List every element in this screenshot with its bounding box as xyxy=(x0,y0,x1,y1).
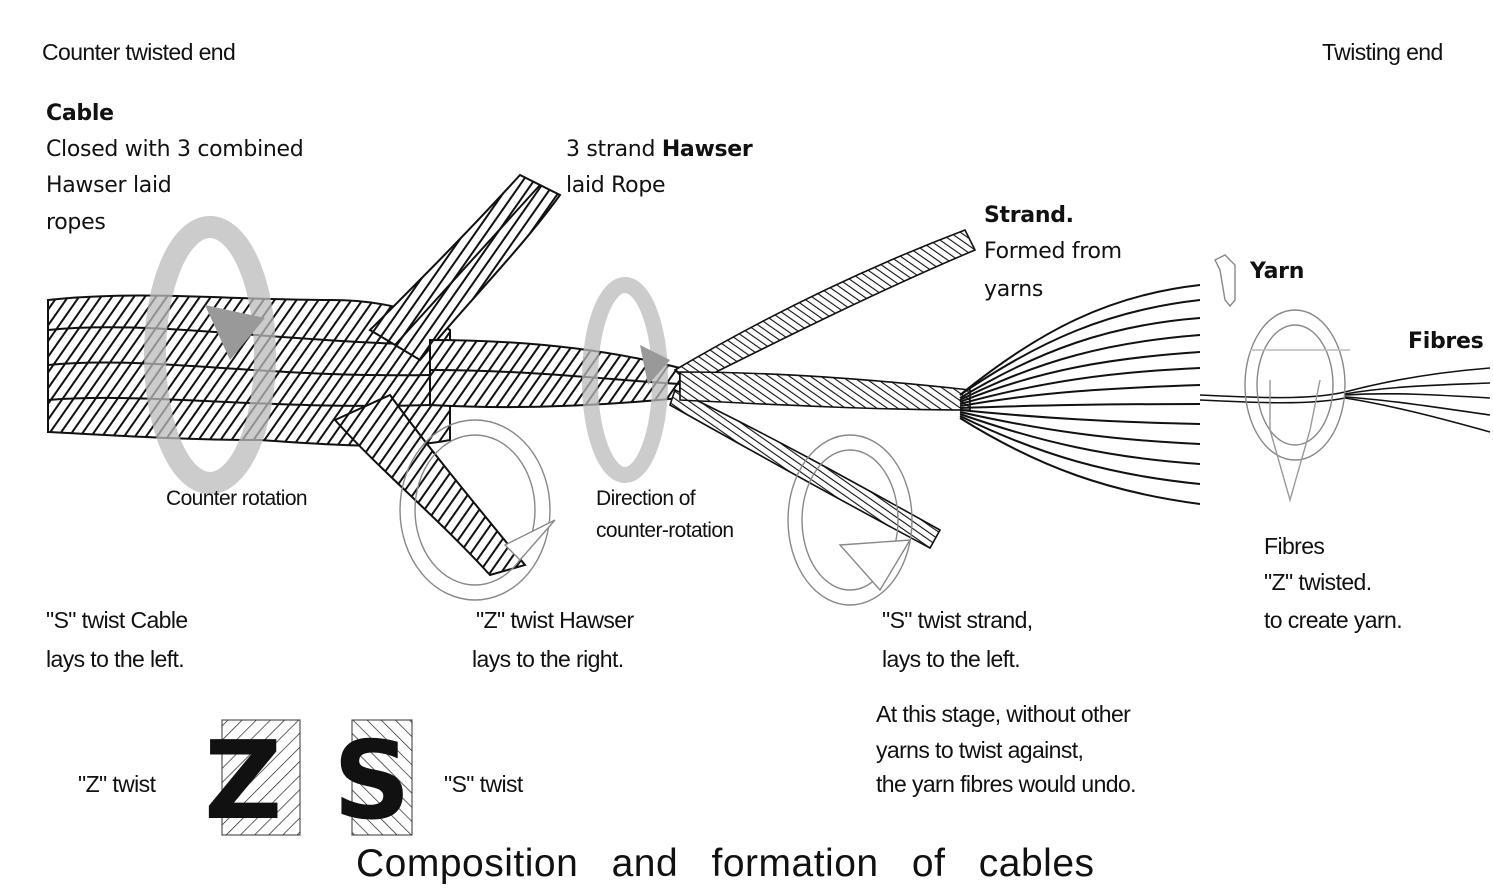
note-line-3: the yarn fibres would undo. xyxy=(876,768,1136,801)
figure-caption: Composition and formation of cables xyxy=(356,842,1095,886)
note-line-2: yarns to twist against, xyxy=(876,734,1083,767)
strand-line-2: yarns xyxy=(984,274,1043,306)
strand-upper-drawing xyxy=(675,230,975,385)
counter-rotation-label: Counter rotation xyxy=(166,484,307,514)
s-twist-cable-line-2: lays to the left. xyxy=(46,643,184,676)
fibres-twist-line-1: Fibres xyxy=(1264,530,1324,563)
counter-twisted-end-label: Counter twisted end xyxy=(42,36,235,69)
cable-line-2: Hawser laid xyxy=(46,170,171,202)
note-line-1: At this stage, without other xyxy=(876,698,1130,731)
twisting-end-label: Twisting end xyxy=(1322,36,1443,69)
legend-z-twist-label: "Z" twist xyxy=(78,768,155,801)
strand-title: Strand. xyxy=(984,200,1074,232)
legend-s-letter: S xyxy=(333,719,411,844)
direction-of-label: Direction of xyxy=(596,484,695,514)
cable-line-1: Closed with 3 combined xyxy=(46,134,303,166)
hawser-line-1: 3 strand Hawser xyxy=(566,134,752,166)
fibres-twist-line-3: to create yarn. xyxy=(1264,604,1402,637)
hawser-upper-drawing xyxy=(370,175,560,360)
yarn-drawing xyxy=(680,372,970,410)
cable-title: Cable xyxy=(46,98,114,130)
yarn-twist-arrow xyxy=(1215,255,1235,306)
yarn-title: Yarn xyxy=(1250,256,1304,288)
s-twist-strand-line-1: "S" twist strand, xyxy=(882,604,1033,637)
fibres-title: Fibres xyxy=(1408,326,1483,358)
z-twist-hawser-line-1: "Z" twist Hawser xyxy=(476,604,634,637)
cable-line-3: ropes xyxy=(46,207,105,239)
hawser-prefix: 3 strand xyxy=(566,137,662,162)
splayed-yarns-drawing xyxy=(960,285,1200,504)
strand-line-1: Formed from xyxy=(984,236,1122,268)
fibres-twist-line-2: "Z" twisted. xyxy=(1264,566,1372,599)
s-twist-strand-line-2: lays to the left. xyxy=(882,643,1020,676)
counter-rotation-direction-label: counter-rotation xyxy=(596,516,733,546)
hawser-bold: Hawser xyxy=(662,137,753,162)
s-twist-cable-line-1: "S" twist Cable xyxy=(46,604,188,637)
legend-s-twist-label: "S" twist xyxy=(444,768,523,801)
hawser-line-2: laid Rope xyxy=(566,170,665,202)
legend-z-letter: Z xyxy=(204,719,282,844)
fibres-twist-arrow xyxy=(1245,310,1350,500)
z-twist-hawser-line-2: lays to the right. xyxy=(472,643,624,676)
